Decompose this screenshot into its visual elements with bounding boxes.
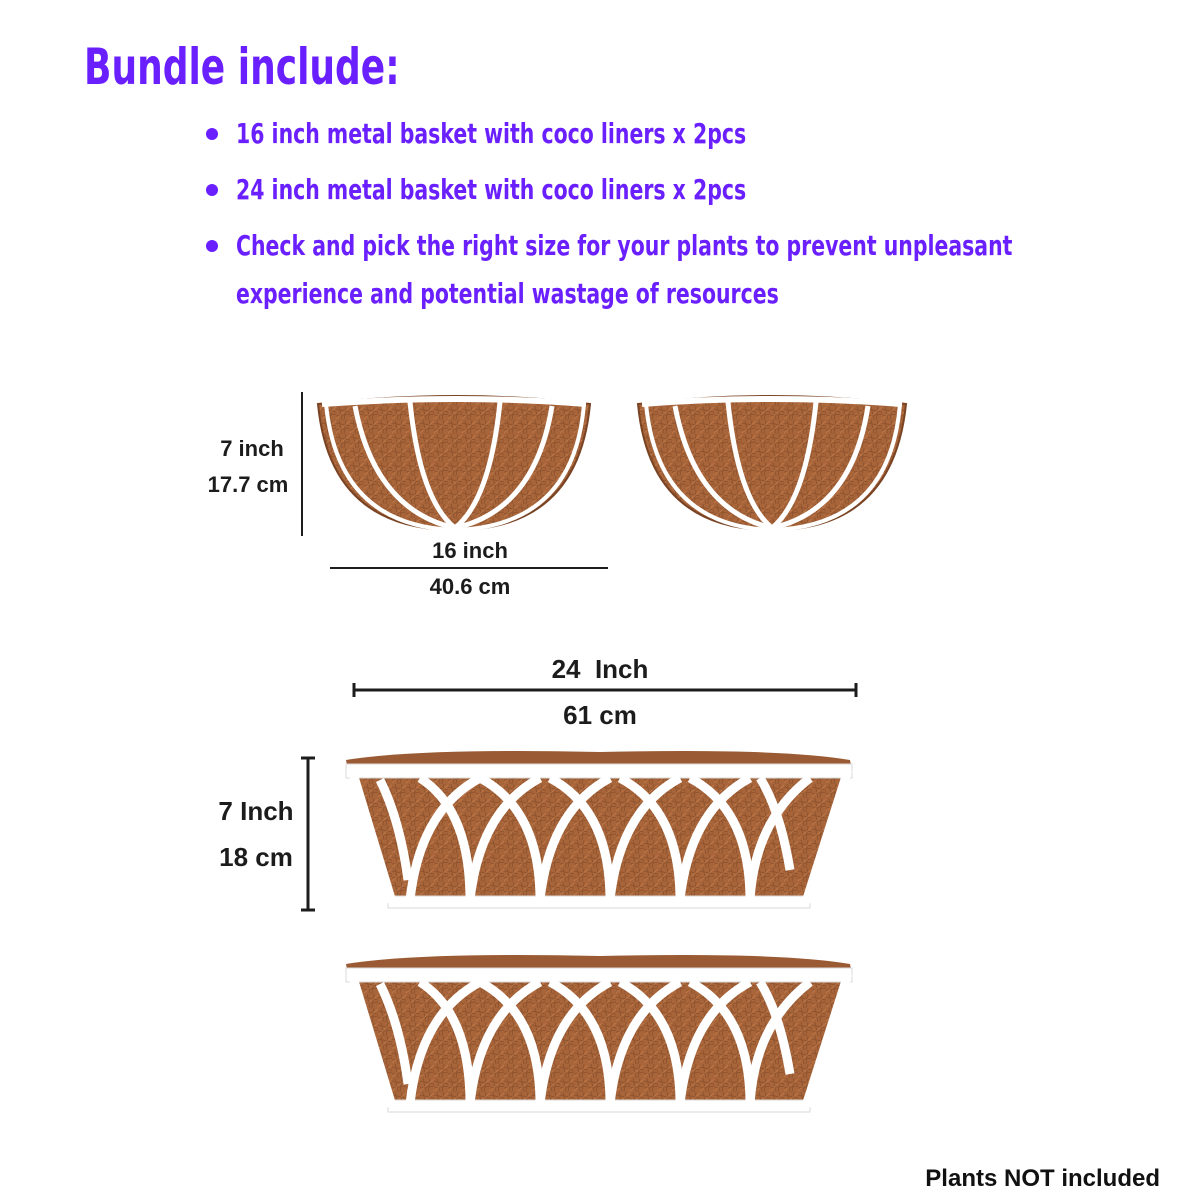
large-width-inch-label: 24 Inch — [551, 654, 649, 684]
bundle-list: 16 inch metal basket with coco liners x … — [206, 110, 1200, 326]
small-height-cm-label: 17.7 cm — [207, 472, 289, 497]
large-width-cm-label: 61 cm — [563, 700, 637, 730]
bullet-text: Check and pick the right size for your p… — [236, 229, 1013, 262]
large-basket-2 — [345, 955, 853, 1113]
bullet-dot-icon — [206, 128, 218, 140]
list-item: 24 inch metal basket with coco liners x … — [206, 166, 1200, 214]
small-basket-1 — [316, 395, 592, 533]
large-width-dimension-line — [352, 683, 858, 697]
large-height-dimension-line — [301, 756, 315, 912]
large-height-inch-label: 7 Inch — [218, 796, 294, 826]
list-item-continuation: experience and potential wastage of reso… — [206, 270, 1200, 318]
large-height-cm-label: 18 cm — [219, 842, 293, 872]
page-title: Bundle include: — [84, 38, 400, 96]
small-width-inch-label: 16 inch — [432, 538, 508, 563]
bullet-dot-icon — [206, 240, 218, 252]
small-basket-2 — [636, 395, 908, 533]
bullet-text: 24 inch metal basket with coco liners x … — [236, 173, 747, 206]
bullet-text: experience and potential wastage of reso… — [236, 277, 779, 310]
footer-note: Plants NOT included — [925, 1165, 1160, 1192]
small-height-inch-label: 7 inch — [220, 436, 284, 461]
list-item: 16 inch metal basket with coco liners x … — [206, 110, 1200, 158]
small-width-cm-label: 40.6 cm — [429, 574, 511, 599]
large-basket-1 — [345, 751, 853, 909]
list-item: Check and pick the right size for your p… — [206, 222, 1200, 270]
bullet-dot-icon — [206, 184, 218, 196]
bullet-text: 16 inch metal basket with coco liners x … — [236, 117, 747, 150]
